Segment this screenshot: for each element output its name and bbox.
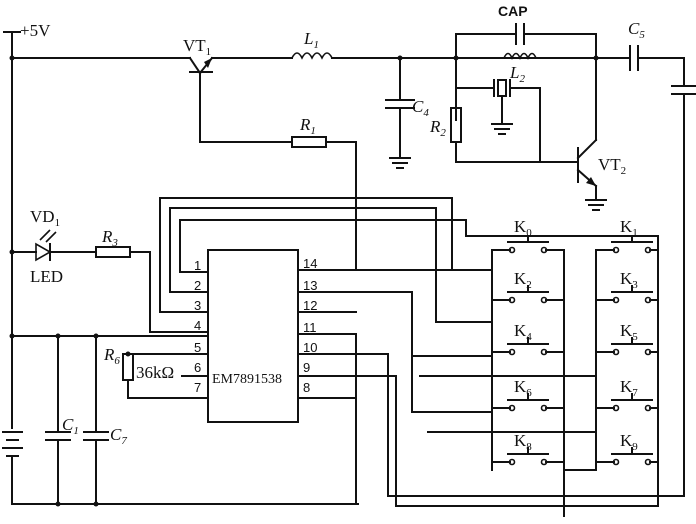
key-matrix-wiring	[159, 197, 685, 517]
pin-13: 13	[303, 278, 317, 293]
r2-resistor: R2	[429, 107, 579, 163]
pin-4: 4	[194, 318, 201, 333]
key-k8[interactable]: K8	[491, 431, 565, 466]
pin-7: 7	[194, 380, 201, 395]
battery-symbol	[2, 431, 23, 505]
pin-9: 9	[303, 360, 310, 375]
key-k5[interactable]: K5	[595, 321, 659, 356]
k6-label: K6	[514, 377, 532, 399]
key-k1[interactable]: K1	[595, 217, 659, 254]
supply-label: +5V	[20, 21, 51, 40]
vt1-transistor: VT1	[183, 36, 214, 143]
c1-capacitor: C1	[45, 333, 79, 507]
pin-6: 6	[194, 360, 201, 375]
pin-11: 11	[303, 320, 317, 335]
key-k9[interactable]: K9	[595, 431, 659, 466]
pin-5: 5	[194, 340, 201, 355]
r3-label: R3	[101, 227, 118, 249]
k7-label: K7	[620, 377, 638, 399]
pin-2: 2	[194, 278, 201, 293]
key-k4[interactable]: K4	[491, 321, 565, 356]
pin-8: 8	[303, 380, 310, 395]
vt1-label: VT1	[183, 36, 211, 58]
pin-1: 1	[194, 258, 201, 273]
k3-label: K3	[620, 269, 638, 291]
vt2-transistor: VT2	[576, 57, 626, 211]
c5-capacitor: C5	[628, 19, 696, 497]
cap-label: CAP	[498, 3, 528, 19]
k5-label: K5	[620, 321, 638, 343]
r1-resistor: R1	[199, 115, 357, 271]
pin-14: 14	[303, 256, 317, 271]
key-k6[interactable]: K6	[491, 377, 565, 412]
supply-rail: +5V	[3, 21, 191, 429]
key-k3[interactable]: K3	[595, 269, 659, 304]
l2-label: L2	[509, 63, 525, 85]
vd1-label: VD1	[30, 207, 60, 229]
r6-label: R6	[103, 345, 120, 367]
l1-label: L1	[303, 29, 319, 51]
junction-dots	[9, 55, 131, 357]
r1-label: R1	[299, 115, 316, 137]
c4-capacitor: C4	[385, 55, 429, 169]
cap-l2-network: CAP L2	[453, 3, 599, 121]
c7-capacitor: C7	[83, 333, 127, 507]
keypad: K0 K1 K2 K3	[491, 217, 659, 466]
pin-10: 10	[303, 340, 317, 355]
k0-label: K0	[514, 217, 532, 239]
r6-value: 36kΩ	[136, 363, 174, 382]
led-label: LED	[30, 267, 63, 286]
key-k0[interactable]: K0	[491, 217, 565, 254]
vt2-label: VT2	[598, 155, 626, 177]
crystal-oscillator	[455, 79, 541, 163]
r2-label: R2	[429, 117, 446, 139]
r3-resistor: R3	[95, 227, 209, 333]
key-k2[interactable]: K2	[491, 269, 565, 304]
k8-label: K8	[514, 431, 532, 453]
vd1-led: VD1 LED	[11, 207, 97, 286]
c1-label: C1	[62, 415, 79, 437]
l1-inductor: L1	[211, 29, 631, 60]
k4-label: K4	[514, 321, 532, 343]
ic-em7891538: EM7891538 1 2 3 4 5 6 7 14 13 12 11 10 9…	[194, 249, 317, 423]
k1-label: K1	[620, 217, 638, 239]
c7-label: C7	[110, 425, 127, 447]
c5-label: C5	[628, 19, 645, 41]
key-k7[interactable]: K7	[595, 377, 659, 412]
k2-label: K2	[514, 269, 532, 291]
k9-label: K9	[620, 431, 638, 453]
pin-12: 12	[303, 298, 317, 313]
c4-label: C4	[412, 97, 429, 119]
ic-label: EM7891538	[212, 372, 282, 387]
pin-3: 3	[194, 298, 201, 313]
ic-left-leads	[11, 271, 209, 399]
r6-resistor: R6 36kΩ	[103, 345, 174, 399]
